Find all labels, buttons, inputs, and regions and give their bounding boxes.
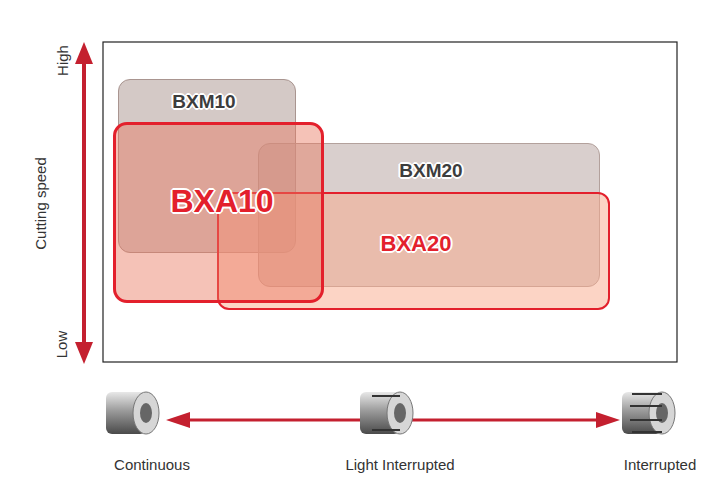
light-interrupted-workpiece-icon	[360, 392, 413, 434]
cut-type-label: Continuous	[114, 456, 190, 473]
continuous-workpiece-icon	[106, 392, 159, 434]
interrupted-workpiece-icon	[622, 392, 675, 434]
cut-type-label: Light Interrupted	[345, 456, 454, 473]
grade-name: BXA20	[381, 231, 452, 257]
axis-title: Cutting speed	[32, 157, 49, 250]
grade-name: BXM20	[399, 160, 462, 182]
axis-high-label: High	[53, 45, 70, 76]
axis-low-label: Low	[54, 330, 71, 358]
speed-axis-arrow	[75, 42, 93, 364]
cut-type-label: Interrupted	[624, 456, 697, 473]
grade-name: BXM10	[172, 91, 235, 113]
plot-frame	[103, 42, 677, 362]
grade-region-box: BXA10	[113, 122, 324, 303]
grade-name: BXA10	[170, 183, 273, 220]
